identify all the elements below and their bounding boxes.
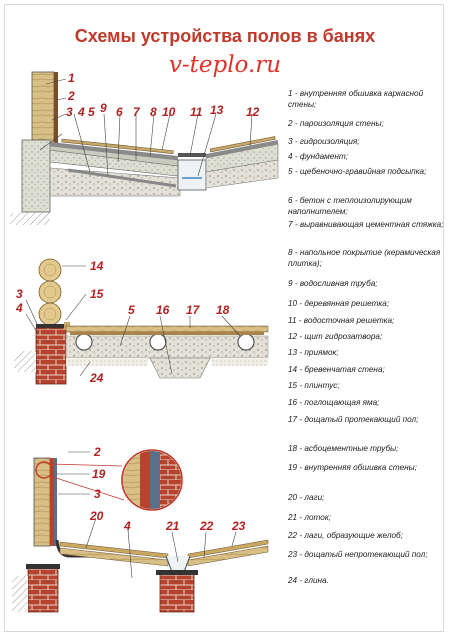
- legend-item: 11 - водосточная решетка;: [288, 316, 395, 325]
- legend-item: 4 - фундамент;: [288, 152, 348, 161]
- d3-label-23: 23: [231, 519, 246, 533]
- legend-item: 20 - лаги;: [288, 493, 325, 502]
- d3-label-21: 21: [165, 519, 180, 533]
- d1-label-2: 2: [67, 89, 75, 103]
- d2-label-17: 17: [186, 303, 201, 317]
- legend-item: 1 - внутренняя обшивка каркасной стены;: [288, 89, 424, 109]
- legend-item: 13 - приямок;: [288, 348, 339, 357]
- d3-label-3: 3: [94, 487, 101, 501]
- d2-label-3: 3: [16, 287, 23, 301]
- d1-label-8: 8: [150, 105, 157, 119]
- d3-label-4: 4: [123, 519, 131, 533]
- d1-label-7: 7: [133, 105, 141, 119]
- legend-item: 14 - бревенчатая стена;: [288, 365, 385, 374]
- d1-label-5: 5: [88, 105, 95, 119]
- legend-item: 15 - плинтус;: [288, 381, 340, 390]
- d2-label-5: 5: [128, 303, 135, 317]
- d1-label-13: 13: [210, 103, 224, 117]
- legend-item: 23 - дощатый непротекающий пол;: [288, 550, 428, 559]
- legend-item: 7 - выравнивающая цементная стяжка;: [288, 220, 444, 229]
- d2-label-15: 15: [90, 287, 104, 301]
- d2-label-14: 14: [90, 259, 104, 273]
- legend-item: 19 - внутренняя обшивка стены;: [288, 463, 417, 472]
- d2-label-4: 4: [15, 301, 23, 315]
- diagram-1-section: 1 2 3 4 5 9 6 7 8 10 11 13 12: [10, 71, 279, 225]
- legend-item: 24 - глина.: [288, 576, 329, 585]
- legend-item: 8 - напольное покрытие (керамическая пли…: [288, 248, 441, 268]
- d1-label-10: 10: [162, 105, 176, 119]
- page-title: Схемы устройства полов в банях: [74, 26, 376, 46]
- legend-item: 12 - щит гидрозатвора;: [288, 332, 383, 341]
- diagram-2-section: 14 3 15 4 5 16 17 18 24: [14, 258, 269, 385]
- d1-label-1: 1: [68, 71, 75, 85]
- legend-item: 5 - щебеночно-гравийная подсыпка;: [288, 167, 427, 176]
- d1-label-9: 9: [100, 101, 107, 115]
- legend-item: 22 - лаги, образующие желоб;: [288, 531, 403, 540]
- d1-label-12: 12: [246, 105, 260, 119]
- legend-item: 3 - гидроизоляция;: [288, 137, 360, 146]
- legend-item: 9 - водосливная труба;: [288, 279, 378, 288]
- d3-label-2: 2: [93, 445, 101, 459]
- d2-label-24: 24: [89, 371, 104, 385]
- d3-label-22: 22: [199, 519, 214, 533]
- d3-label-19: 19: [92, 467, 106, 481]
- d2-label-16: 16: [156, 303, 170, 317]
- legend-item: 10 - деревянная решетка;: [288, 299, 390, 308]
- legend-item: 17 - дощатый протекающий пол;: [288, 415, 419, 424]
- d3-label-20: 20: [89, 509, 104, 523]
- legend-item: 18 - асбоцементные трубы;: [288, 444, 399, 453]
- legend-item: 6 - бетон с теплоизолирующим наполнителе…: [288, 196, 412, 216]
- legend-item: 16 - поглощающая яма;: [288, 398, 380, 407]
- d1-label-3: 3: [66, 105, 73, 119]
- d1-label-11: 11: [190, 105, 203, 119]
- site-watermark: v-teplo.ru: [168, 52, 282, 78]
- legend-item: 21 - лоток;: [288, 513, 331, 522]
- diagram-3-section: 2 19 3 20 4 21 22 23: [12, 445, 269, 613]
- d1-label-4: 4: [77, 105, 85, 119]
- legend-item: 2 - пароизоляция стены;: [288, 119, 384, 128]
- d1-label-6: 6: [116, 105, 123, 119]
- d2-label-18: 18: [216, 303, 230, 317]
